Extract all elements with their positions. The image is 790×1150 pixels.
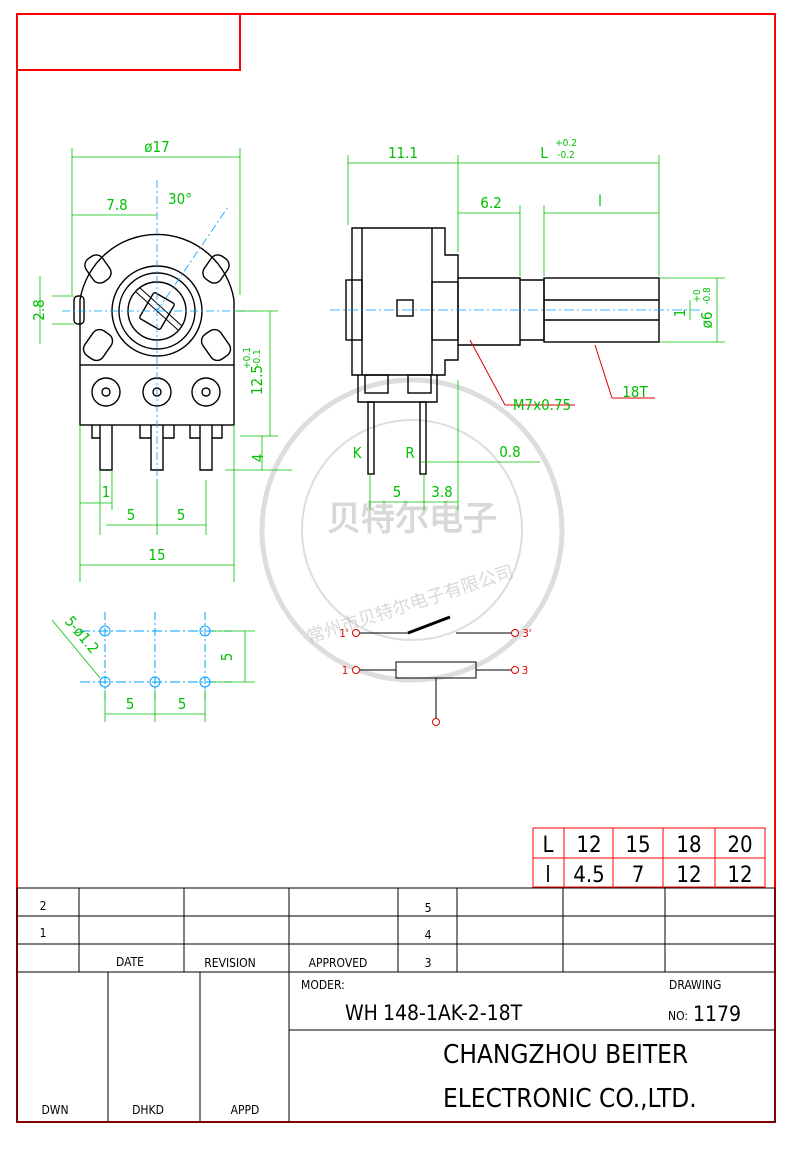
dim-2-8: 2.8 bbox=[30, 299, 48, 320]
side-view-dimensions bbox=[347, 155, 725, 510]
title-block-grid bbox=[16, 887, 776, 1123]
rev-row-1: 1 bbox=[40, 926, 47, 940]
dim-pitch-5b: 5 bbox=[177, 506, 186, 524]
company-line-1: CHANGZHOU BEITER bbox=[443, 1040, 688, 1070]
table-l-7: 7 bbox=[632, 863, 645, 888]
table-L-20: 20 bbox=[727, 833, 752, 858]
dim-L: L bbox=[540, 144, 548, 162]
dim-diameter-6: ø6 bbox=[698, 312, 716, 329]
company-line-2: ELECTRONIC CO.,LTD. bbox=[443, 1084, 697, 1114]
dim-pitch-5a: 5 bbox=[127, 506, 136, 524]
watermark-ring-text: 常州市贝特尔电子有限公司 bbox=[304, 561, 516, 648]
watermark-center-text: 贝特尔电子 bbox=[327, 499, 497, 539]
sign-appd: APPD bbox=[231, 1103, 260, 1117]
pin-label-k: K bbox=[353, 444, 363, 462]
schematic-terminals bbox=[352, 629, 519, 726]
dim-6-2: 6.2 bbox=[480, 194, 501, 212]
terminal-3-prime: 3' bbox=[522, 627, 531, 640]
front-view-centerlines bbox=[62, 180, 255, 480]
hole-pattern bbox=[80, 612, 232, 700]
callout-thread: M7x0.75 bbox=[513, 396, 571, 414]
sign-dhkd: DHKD bbox=[132, 1103, 164, 1117]
right-number-3: 3 bbox=[425, 956, 432, 970]
dim-L-tol-dn: -0.2 bbox=[557, 150, 575, 161]
dim-1: 1 bbox=[671, 309, 689, 318]
dim-holes: 5-ø1.2 bbox=[61, 612, 103, 657]
header-approved: APPROVED bbox=[309, 956, 368, 970]
header-date: DATE bbox=[116, 955, 144, 969]
right-number-4: 4 bbox=[425, 928, 432, 942]
rev-row-2: 2 bbox=[40, 899, 47, 913]
drawing-no-label: NO: bbox=[668, 1009, 688, 1023]
table-L-15: 15 bbox=[625, 833, 650, 858]
callout-knurl: 18T bbox=[622, 383, 648, 401]
table-l-12b: 12 bbox=[727, 863, 752, 888]
dim-angle-30: 30° bbox=[168, 190, 192, 208]
dim-12-5-tol-dn: -0.1 bbox=[252, 349, 263, 367]
model-prefix: WH bbox=[345, 1001, 378, 1025]
dim-12-5: 12.5 bbox=[248, 365, 266, 395]
hole-dimensions bbox=[51, 619, 255, 722]
schematic bbox=[356, 615, 515, 720]
drawing-number: 1179 bbox=[693, 1002, 741, 1026]
side-view-callouts bbox=[469, 339, 655, 406]
table-l-4-5: 4.5 bbox=[573, 863, 604, 888]
front-view-outline bbox=[73, 233, 235, 471]
dim-3-8: 3.8 bbox=[431, 483, 452, 501]
table-L-18: 18 bbox=[676, 833, 701, 858]
dim-hole-5b: 5 bbox=[178, 695, 187, 713]
dim-5-side: 5 bbox=[393, 483, 402, 501]
dim-L-tol-up: +0.2 bbox=[555, 138, 577, 149]
table-L-label: L bbox=[542, 833, 553, 858]
dim-12-5-tol-up: +0.1 bbox=[242, 347, 253, 369]
dim-hole-5-vertical: 5 bbox=[218, 653, 236, 662]
front-view-dimensions bbox=[39, 148, 292, 582]
dim-l: l bbox=[598, 192, 602, 210]
right-number-5: 5 bbox=[425, 901, 432, 915]
dim-pin-1: 1 bbox=[102, 483, 111, 501]
dim-hole-5a: 5 bbox=[126, 695, 135, 713]
moder-label: MODER: bbox=[301, 978, 345, 992]
side-view-outline bbox=[345, 227, 660, 475]
table-L-12: 12 bbox=[576, 833, 601, 858]
header-revision: REVISION bbox=[204, 956, 256, 970]
model-number: 148-1AK-2-18T bbox=[383, 1001, 523, 1025]
dim-7-8: 7.8 bbox=[106, 196, 127, 214]
dim-d6-tol-up: +0 bbox=[692, 289, 703, 303]
dim-width-15: 15 bbox=[148, 546, 165, 564]
drawing-label: DRAWING bbox=[669, 978, 721, 992]
terminal-3: 3 bbox=[522, 664, 528, 677]
terminal-1: 1 bbox=[342, 664, 348, 677]
dim-0-8: 0.8 bbox=[499, 443, 520, 461]
table-l-12a: 12 bbox=[676, 863, 701, 888]
sign-dwn: DWN bbox=[41, 1103, 68, 1117]
length-table bbox=[532, 827, 766, 888]
table-l-label: l bbox=[545, 863, 551, 888]
dim-diameter-17: ø17 bbox=[144, 138, 169, 156]
dim-11-1: 11.1 bbox=[388, 144, 418, 162]
terminal-1-prime: 1' bbox=[339, 627, 348, 640]
pin-label-r: R bbox=[405, 444, 414, 462]
dim-4: 4 bbox=[249, 454, 267, 463]
dim-d6-tol-dn: -0.8 bbox=[702, 287, 713, 305]
